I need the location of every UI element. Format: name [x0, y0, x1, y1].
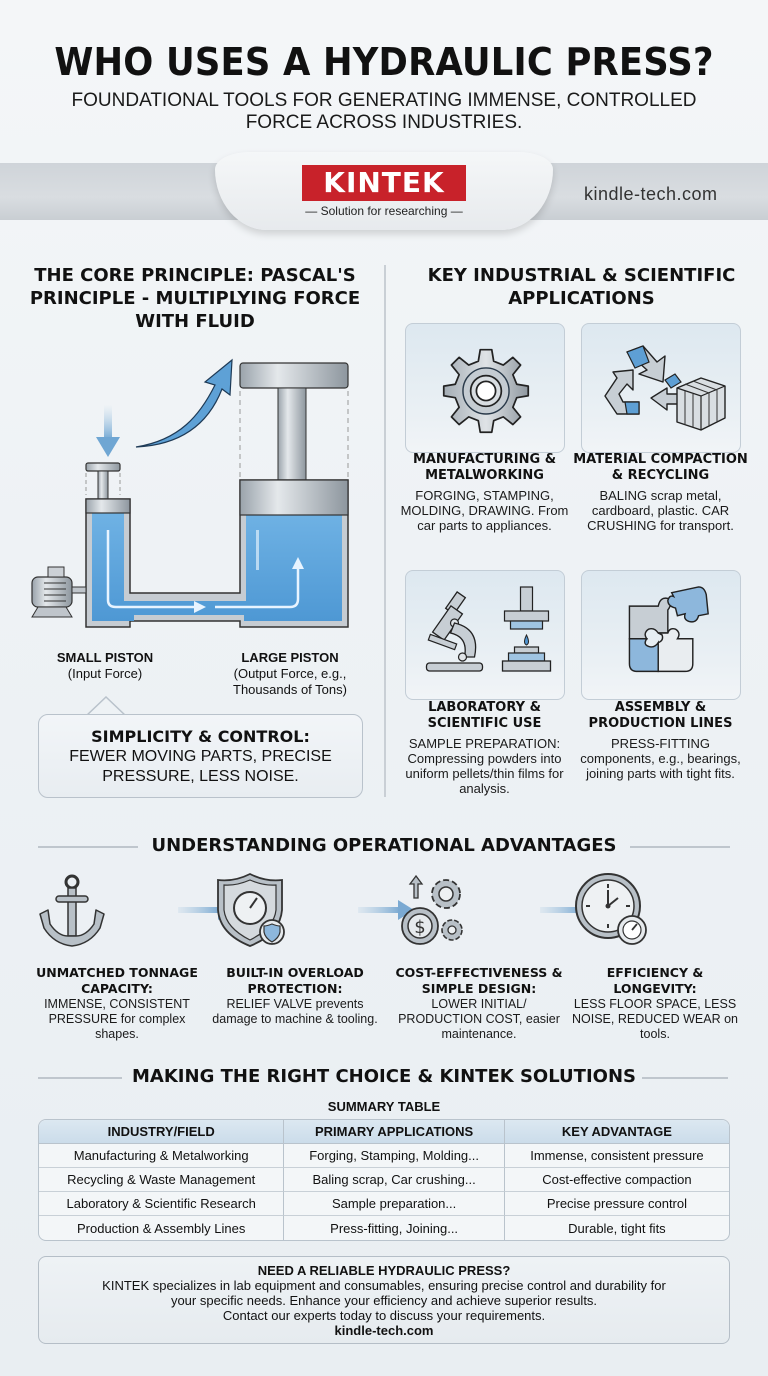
table-row: Recycling & Waste Management Baling scra…	[39, 1168, 729, 1192]
cta-line: your specific needs. Enhance your effici…	[170, 1293, 598, 1308]
cta-title: NEED A RELIABLE HYDRAULIC PRESS?	[257, 1263, 511, 1278]
advantage-body: LOWER INITIAL/ PRODUCTION COST, easier m…	[398, 997, 560, 1041]
advantage-title: EFFICIENCY & LONGEVITY:	[606, 965, 704, 996]
flow-arrow-icon	[358, 900, 414, 920]
app-body-assembly: PRESS-FITTING components, e.g., bearings…	[580, 736, 741, 781]
table-cell: Cost-effective compaction	[503, 1168, 729, 1192]
table-row: Manufacturing & Metalworking Forging, St…	[39, 1144, 729, 1168]
gear-icon	[442, 348, 530, 434]
app-title-assembly: ASSEMBLY & PRODUCTION LINES	[588, 700, 733, 731]
advantage-efficiency: EFFICIENCY & LONGEVITY: LESS FLOOR SPACE…	[570, 870, 740, 1042]
advantage-overload: BUILT-IN OVERLOAD PROTECTION: RELIEF VAL…	[210, 870, 380, 1027]
table-cell: Laboratory & Scientific Research	[39, 1192, 284, 1216]
summary-table-title: SUMMARY TABLE	[327, 1099, 441, 1114]
app-title-laboratory: LABORATORY & SCIENTIFIC USE	[427, 700, 542, 731]
large-piston-title: LARGE PISTON	[241, 650, 339, 665]
callout-pointer	[86, 696, 126, 716]
dollar-gears-icon: $	[401, 874, 463, 945]
app-body-recycling: BALING scrap metal, cardboard, plastic. …	[587, 488, 734, 533]
microscope-press-icon	[425, 586, 552, 672]
advantage-tonnage: UNMATCHED TONNAGE CAPACITY: IMMENSE, CON…	[32, 870, 202, 1042]
puzzle-icon	[628, 586, 709, 673]
force-multiply-arrow-icon	[135, 358, 233, 448]
column-header: INDUSTRY/FIELD	[39, 1120, 284, 1144]
app-body-laboratory: SAMPLE PREPARATION: Compressing powders …	[405, 736, 564, 796]
table-cell: Durable, tight fits	[503, 1216, 729, 1240]
table-cell: Baling scrap, Car crushing...	[283, 1168, 504, 1192]
advantage-cost: $ COST-EFFECTIVENESS & SIMPLE DESIGN: LO…	[394, 870, 564, 1042]
cta-line: KINTEK specializes in lab equipment and …	[102, 1278, 666, 1293]
table-cell: Forging, Stamping, Molding...	[283, 1144, 504, 1168]
table-cell: Recycling & Waste Management	[39, 1168, 284, 1192]
page-subtitle: FOUNDATIONAL TOOLS FOR GENERATING IMMENS…	[71, 90, 697, 133]
input-force-arrow-icon	[96, 405, 120, 457]
app-card-manufacturing	[405, 323, 565, 453]
column-header: PRIMARY APPLICATIONS	[283, 1120, 504, 1144]
divider-line	[38, 1077, 122, 1079]
kintek-logo[interactable]: KINTEK	[302, 165, 466, 201]
cta-line: Contact our experts today to discuss you…	[222, 1308, 546, 1323]
anchor-icon	[39, 874, 105, 947]
table-cell: Production & Assembly Lines	[76, 1220, 246, 1236]
table-cell: Manufacturing & Metalworking	[39, 1144, 284, 1168]
pump-motor-icon	[31, 566, 87, 618]
small-piston-desc: (Input Force)	[67, 666, 143, 681]
advantage-body: RELIEF VALVE prevents damage to machine …	[212, 997, 378, 1026]
column-header: KEY ADVANTAGE	[503, 1120, 729, 1144]
advantage-title: BUILT-IN OVERLOAD PROTECTION:	[226, 965, 364, 996]
summary-table: INDUSTRY/FIELD PRIMARY APPLICATIONS KEY …	[38, 1119, 730, 1241]
table-header-row: INDUSTRY/FIELD PRIMARY APPLICATIONS KEY …	[39, 1120, 729, 1144]
table-cell: Press-fitting, Joining...	[283, 1216, 503, 1240]
advantage-body: LESS FLOOR SPACE, LESS NOISE, REDUCED WE…	[571, 997, 738, 1041]
table-cell: Sample preparation...	[283, 1192, 504, 1216]
applications-heading: KEY INDUSTRIAL & SCIENTIFIC APPLICATIONS	[427, 265, 736, 309]
divider-line	[630, 846, 730, 848]
table-row: Production & Assembly Lines Press-fittin…	[39, 1216, 729, 1240]
site-url-link[interactable]: kindle-tech.com	[584, 184, 718, 204]
clock-gauge-icon	[575, 873, 647, 945]
advantage-title: UNMATCHED TONNAGE CAPACITY:	[36, 965, 198, 996]
contact-cta-box: NEED A RELIABLE HYDRAULIC PRESS? KINTEK …	[38, 1256, 730, 1344]
column-divider	[384, 265, 386, 797]
hydraulic-press-diagram	[31, 358, 349, 628]
table-cell: Immense, consistent pressure	[503, 1144, 729, 1168]
app-body-manufacturing: FORGING, STAMPING, MOLDING, DRAWING. Fro…	[400, 488, 569, 533]
recycle-bale-icon	[604, 345, 726, 431]
app-title-recycling: MATERIAL COMPACTION & RECYCLING	[573, 452, 748, 483]
app-card-recycling	[581, 323, 741, 453]
summary-heading: MAKING THE RIGHT CHOICE & KINTEK SOLUTIO…	[132, 1066, 636, 1087]
callout-title: SIMPLICITY & CONTROL:	[91, 727, 310, 746]
cta-url-link[interactable]: kindle-tech.com	[334, 1323, 434, 1338]
svg-text:$: $	[414, 917, 425, 938]
divider-line	[38, 846, 138, 848]
page-title: WHO USES A HYDRAULIC PRESS?	[54, 40, 714, 84]
simplicity-callout: SIMPLICITY & CONTROL: FEWER MOVING PARTS…	[38, 714, 363, 798]
core-principle-heading: THE CORE PRINCIPLE: PASCAL'S PRINCIPLE -…	[29, 265, 361, 332]
advantage-title: COST-EFFECTIVENESS & SIMPLE DESIGN:	[395, 965, 563, 996]
small-piston-title: SMALL PISTON	[56, 650, 154, 665]
app-title-manufacturing: MANUFACTURING & METALWORKING	[412, 452, 557, 483]
shield-gauge-icon	[217, 872, 285, 947]
app-card-assembly	[581, 570, 741, 700]
table-cell: Precise pressure control	[503, 1192, 729, 1216]
logo-tagline: — Solution for researching —	[305, 204, 463, 218]
large-piston-desc: (Output Force, e.g., Thousands of Tons)	[233, 666, 347, 697]
small-piston-label: SMALL PISTON (Input Force)	[30, 650, 180, 682]
callout-body: FEWER MOVING PARTS, PRECISE PRESSURE, LE…	[69, 748, 332, 785]
table-row: Laboratory & Scientific Research Sample …	[39, 1192, 729, 1216]
divider-line	[642, 1077, 728, 1079]
advantage-body: IMMENSE, CONSISTENT PRESSURE for complex…	[44, 997, 190, 1041]
advantages-heading: UNDERSTANDING OPERATIONAL ADVANTAGES	[151, 835, 617, 856]
app-card-laboratory	[405, 570, 565, 700]
large-piston-label: LARGE PISTON (Output Force, e.g., Thousa…	[215, 650, 365, 698]
